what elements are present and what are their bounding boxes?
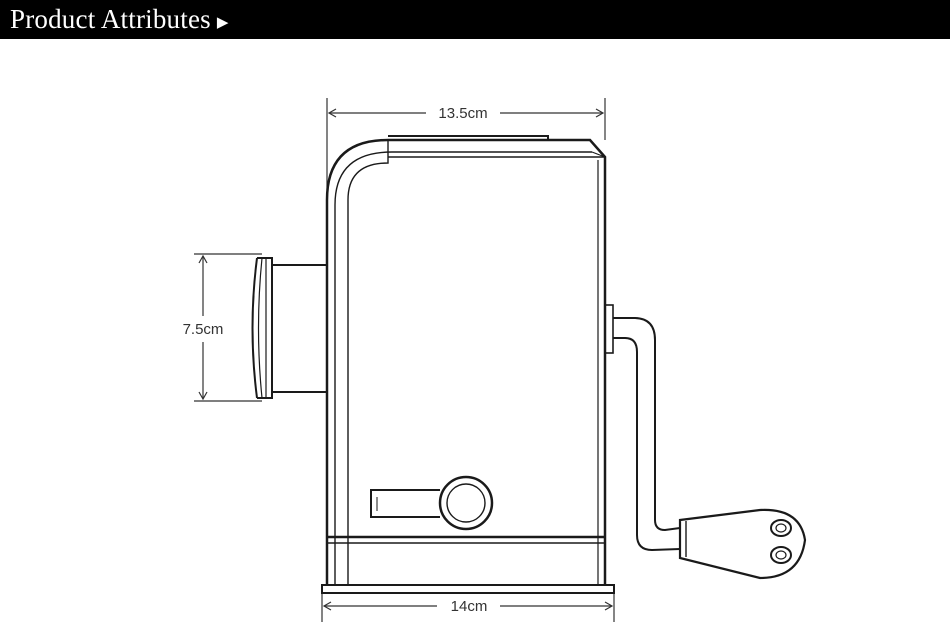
outlet-height-dimension [194, 253, 262, 402]
base-width-dimension [321, 590, 615, 622]
base-width-label: 14cm [451, 598, 488, 615]
grinder-body [321, 135, 615, 594]
hand-crank [604, 304, 807, 580]
outlet-drum [251, 257, 328, 399]
header-bar: Product Attributes ▶ [0, 0, 950, 39]
page-title: Product Attributes [10, 4, 211, 34]
top-width-dimension [326, 98, 606, 190]
triangle-right-icon: ▶ [216, 13, 229, 31]
outlet-height-label: 7.5cm [183, 321, 224, 338]
top-width-label: 13.5cm [438, 105, 487, 122]
product-diagram: 13.5cm 7.5cm 14cm [183, 98, 807, 622]
clamp-lever [370, 475, 494, 531]
